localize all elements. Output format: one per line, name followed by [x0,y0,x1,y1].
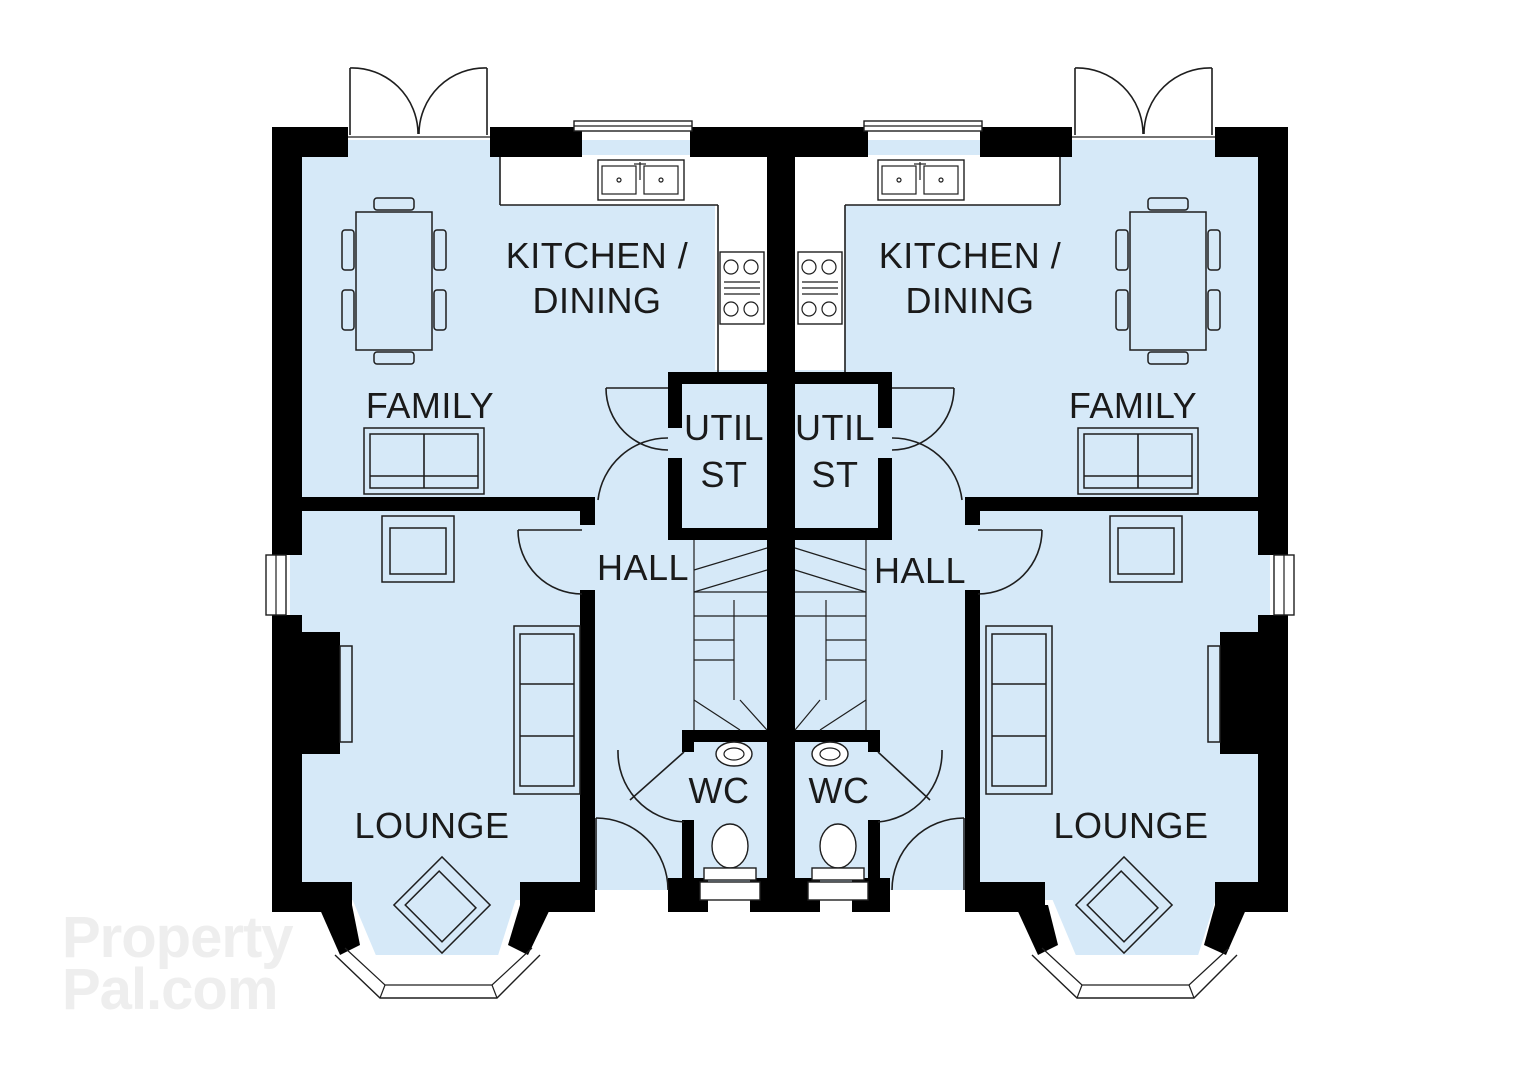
dining-table-left [341,197,447,365]
lounge-sofa-right [985,625,1053,795]
hob-right [797,251,843,325]
propertypal-watermark: Property Pal.com [62,905,294,1022]
labels-right-unit: KITCHEN / DINING FAMILY UTIL ST HALL WC … [795,235,1208,846]
bay-chair-left [392,855,492,955]
room-label-util-left: UTIL [684,407,764,448]
lounge-sofa-left [513,625,581,795]
bay-chair-right [1074,855,1174,955]
room-label-lounge-right: LOUNGE [1053,805,1208,846]
room-label-store-left: ST [700,454,747,495]
openings [265,67,1295,999]
room-label-family-left: FAMILY [366,385,494,426]
room-label-kitchen-left: KITCHEN / [506,235,689,276]
family-sofa-left [363,427,485,495]
dining-table-right [1115,197,1221,365]
hob-left [719,251,765,325]
room-label-store-right: ST [811,454,858,495]
room-label-lounge-left: LOUNGE [354,805,509,846]
room-label-wc-right: WC [809,770,870,811]
furniture [339,159,1221,955]
watermark-line1: Property [62,905,294,970]
room-label-wc-left: WC [689,770,750,811]
wc-basin-left [715,741,753,767]
room-label-kitchen-right: KITCHEN / [879,235,1062,276]
room-label-hall-right: HALL [874,550,966,591]
room-label-dining-left: DINING [533,280,662,321]
lounge-armchair-right [1109,515,1183,583]
staircase [693,540,867,731]
wc-basin-right [811,741,849,767]
watermark-line2: Pal.com [62,957,278,1022]
fireplace-left [339,645,353,743]
fireplace-right [1207,645,1221,743]
room-label-util-right: UTIL [795,407,875,448]
family-sofa-right [1077,427,1199,495]
room-label-dining-right: DINING [906,280,1035,321]
room-label-hall-left: HALL [597,547,689,588]
room-label-family-right: FAMILY [1069,385,1197,426]
kitchen-sink-right [877,159,965,201]
labels-left-unit: KITCHEN / DINING FAMILY UTIL ST HALL WC … [354,235,764,846]
lounge-armchair-left [381,515,455,583]
kitchen-sink-left [597,159,685,201]
walls [272,127,1288,955]
